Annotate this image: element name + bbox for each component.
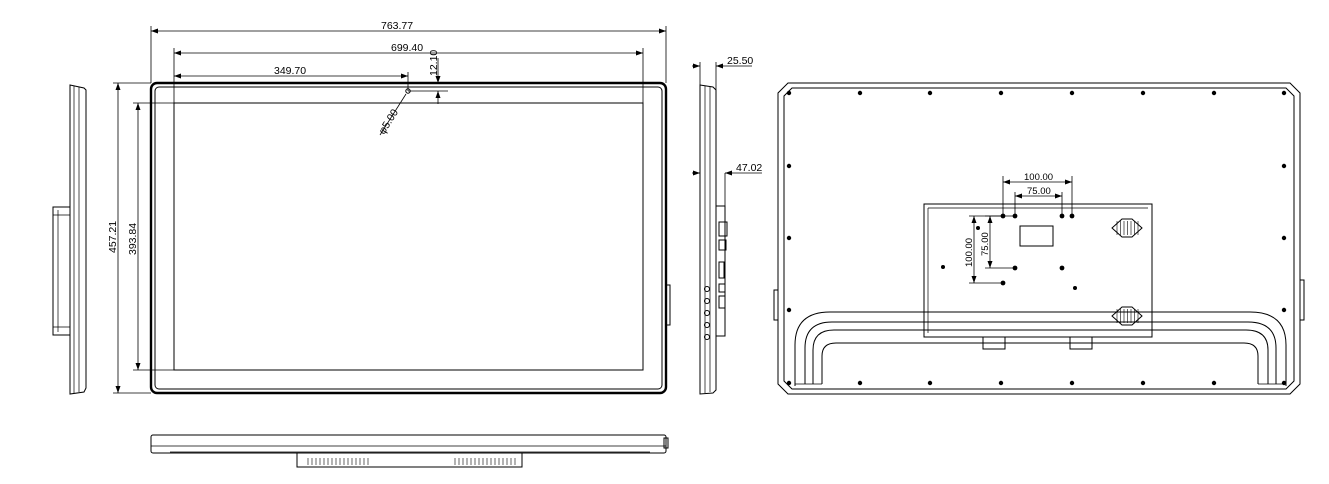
screw-hole bbox=[1069, 90, 1075, 96]
screw-hole bbox=[1211, 380, 1217, 386]
right-side-view bbox=[665, 84, 728, 395]
dim-overall-width: 763.77 bbox=[381, 20, 413, 32]
dim-vesa-inner-v: 75.00 bbox=[980, 232, 991, 256]
dim-hole-spacing-width: 699.40 bbox=[391, 42, 423, 54]
left-side-view bbox=[52, 84, 87, 395]
dim-vesa-inner-h: 75.00 bbox=[1027, 186, 1051, 197]
dim-top-offset: 12.10 bbox=[428, 50, 440, 76]
screw-hole bbox=[857, 380, 863, 386]
screw-hole bbox=[857, 90, 863, 96]
screw-hole bbox=[1069, 380, 1075, 386]
front-dimensions: 763.77 699.40 349.70 12.10 φ5.00 457.21 … bbox=[107, 20, 667, 394]
dim-screen-height: 393.84 bbox=[127, 223, 139, 255]
screw-hole bbox=[1281, 307, 1287, 313]
dim-half-width: 349.70 bbox=[274, 65, 306, 77]
screw-hole bbox=[1140, 380, 1146, 386]
screw-hole bbox=[998, 380, 1004, 386]
vesa-dimensions: 100.00 75.00 100.00 75.00 bbox=[964, 172, 1073, 284]
bottom-view bbox=[150, 434, 669, 468]
dim-vesa-outer-h: 100.00 bbox=[1024, 172, 1053, 183]
screw-hole bbox=[786, 235, 792, 241]
screw-hole bbox=[786, 163, 792, 169]
screw-hole bbox=[1281, 163, 1287, 169]
rear-view bbox=[773, 82, 1305, 395]
dim-hole-diameter: φ5.00 bbox=[376, 107, 401, 137]
screw-hole bbox=[1211, 90, 1217, 96]
screw-hole bbox=[786, 307, 792, 313]
screw-hole bbox=[998, 90, 1004, 96]
screw-hole bbox=[1140, 90, 1146, 96]
dim-depth-top: 25.50 bbox=[727, 55, 753, 67]
side-dimensions: 25.50 47.02 bbox=[692, 55, 762, 206]
front-view bbox=[149, 81, 668, 395]
dim-overall-height: 457.21 bbox=[107, 221, 119, 253]
screw-hole bbox=[927, 380, 933, 386]
screw-hole bbox=[927, 90, 933, 96]
screw-hole bbox=[1281, 90, 1287, 96]
screw-hole bbox=[786, 380, 792, 386]
dim-depth-bracket: 47.02 bbox=[736, 162, 762, 174]
screw-hole bbox=[786, 90, 792, 96]
screw-hole bbox=[1281, 235, 1287, 241]
dim-vesa-outer-v: 100.00 bbox=[964, 238, 975, 267]
